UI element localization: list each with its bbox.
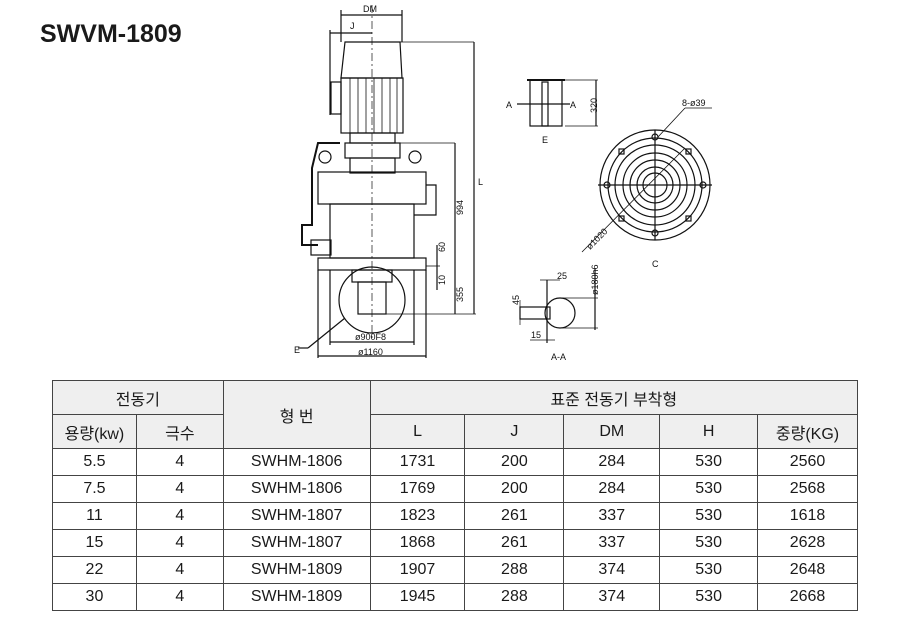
table-cell: SWHM-1806 bbox=[222, 475, 371, 503]
table-cell: 530 bbox=[659, 475, 759, 503]
table-cell: SWHM-1809 bbox=[222, 556, 371, 584]
table-cell: 261 bbox=[464, 502, 565, 530]
label-a-right: A bbox=[570, 100, 576, 110]
table-cell: 288 bbox=[464, 583, 565, 611]
table-cell: 1868 bbox=[369, 529, 466, 557]
label-320: 320 bbox=[589, 98, 599, 113]
gear-motor-side-view bbox=[298, 5, 476, 358]
table-cell: 1769 bbox=[369, 475, 466, 503]
header-poles: 극수 bbox=[135, 414, 224, 449]
label-15: 15 bbox=[531, 330, 541, 340]
table-cell: 1618 bbox=[757, 502, 858, 530]
table-cell: 2668 bbox=[757, 583, 858, 611]
label-d1160: ø1160 bbox=[358, 347, 383, 357]
label-d180: ø180h6 bbox=[590, 264, 600, 295]
table-cell: 4 bbox=[135, 556, 224, 584]
table-cell: 15 bbox=[52, 529, 137, 557]
table-cell: 284 bbox=[563, 475, 661, 503]
table-cell: 337 bbox=[563, 502, 661, 530]
label-l: L bbox=[478, 177, 483, 187]
table-cell: 4 bbox=[135, 529, 224, 557]
table-cell: 530 bbox=[659, 583, 759, 611]
table-cell: 4 bbox=[135, 502, 224, 530]
label-25: 25 bbox=[557, 271, 567, 281]
header-l: L bbox=[369, 414, 466, 449]
label-c-view: C bbox=[652, 259, 659, 269]
table-cell: 4 bbox=[135, 448, 224, 476]
table-cell: 530 bbox=[659, 448, 759, 476]
header-model: 형 번 bbox=[222, 380, 371, 449]
label-8-holes: 8-ø39 bbox=[682, 98, 706, 108]
table-cell: 261 bbox=[464, 529, 565, 557]
table-cell: 530 bbox=[659, 529, 759, 557]
table-cell: 1907 bbox=[369, 556, 466, 584]
table-cell: 1823 bbox=[369, 502, 466, 530]
table-cell: 2568 bbox=[757, 475, 858, 503]
header-h: H bbox=[659, 414, 759, 449]
table-cell: 200 bbox=[464, 475, 565, 503]
table-cell: 4 bbox=[135, 475, 224, 503]
header-capacity: 용량(kw) bbox=[52, 414, 137, 449]
label-e: E bbox=[294, 345, 300, 355]
header-weight: 중량(KG) bbox=[757, 414, 858, 449]
label-355: 355 bbox=[455, 287, 465, 302]
table-cell: 1945 bbox=[369, 583, 466, 611]
table-cell: 4 bbox=[135, 583, 224, 611]
table-cell: 5.5 bbox=[52, 448, 137, 476]
table-cell: 11 bbox=[52, 502, 137, 530]
table-cell: SWHM-1806 bbox=[222, 448, 371, 476]
label-j: J bbox=[350, 21, 355, 31]
header-motor: 전동기 bbox=[52, 380, 224, 415]
table-cell: 7.5 bbox=[52, 475, 137, 503]
table-cell: 22 bbox=[52, 556, 137, 584]
label-dm: DM bbox=[363, 4, 377, 14]
table-cell: SWHM-1807 bbox=[222, 502, 371, 530]
technical-drawing: DM J L 994 60 10 355 E ø900F8 ø1160 A A … bbox=[294, 4, 712, 362]
table-cell: SWHM-1807 bbox=[222, 529, 371, 557]
header-j: J bbox=[464, 414, 565, 449]
table-cell: 530 bbox=[659, 502, 759, 530]
detail-e-view bbox=[517, 79, 598, 127]
label-10: 10 bbox=[437, 275, 447, 285]
table-cell: 374 bbox=[563, 556, 661, 584]
label-994: 994 bbox=[455, 200, 465, 215]
section-a-a-view bbox=[519, 268, 598, 343]
label-60: 60 bbox=[437, 242, 447, 252]
table-cell: 1731 bbox=[369, 448, 466, 476]
label-d1020: ø1020 bbox=[584, 226, 609, 251]
label-a-a-view: A-A bbox=[551, 352, 566, 362]
table-cell: 284 bbox=[563, 448, 661, 476]
label-d900: ø900F8 bbox=[355, 332, 386, 342]
table-cell: 2560 bbox=[757, 448, 858, 476]
table-cell: 337 bbox=[563, 529, 661, 557]
label-a-left: A bbox=[506, 100, 512, 110]
header-standard-motor: 표준 전동기 부착형 bbox=[369, 380, 859, 415]
table-cell: 30 bbox=[52, 583, 137, 611]
table-cell: 374 bbox=[563, 583, 661, 611]
table-cell: 2648 bbox=[757, 556, 858, 584]
page-title: SWVM-1809 bbox=[40, 20, 182, 48]
label-45: 45 bbox=[511, 295, 521, 305]
table-cell: SWHM-1809 bbox=[222, 583, 371, 611]
table-cell: 288 bbox=[464, 556, 565, 584]
flange-c-view bbox=[581, 107, 712, 253]
header-dm: DM bbox=[563, 414, 661, 449]
table-cell: 2628 bbox=[757, 529, 858, 557]
table-cell: 200 bbox=[464, 448, 565, 476]
label-e-view: E bbox=[542, 135, 548, 145]
table-cell: 530 bbox=[659, 556, 759, 584]
spec-table: 전동기 형 번 표준 전동기 부착형 용량(kw) 극수 L J DM H 중량… bbox=[52, 380, 859, 611]
